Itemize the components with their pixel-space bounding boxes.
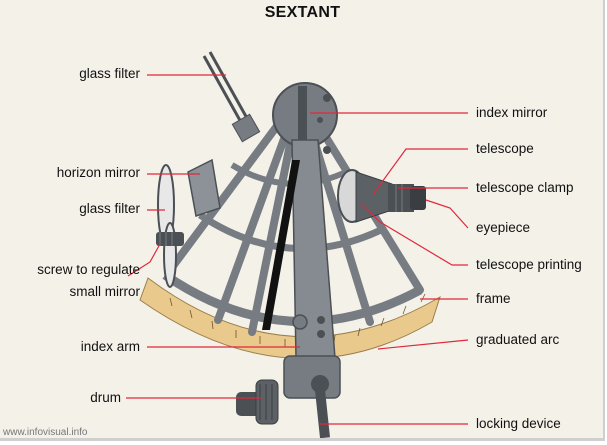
- drum-shape: [236, 379, 279, 425]
- index-arm-shadow: [262, 160, 300, 330]
- graduated-arc-band: [139, 277, 441, 360]
- label-small-mirror: small mirror: [69, 284, 141, 299]
- label-drum: drum: [90, 390, 121, 405]
- label-index-arm: index arm: [80, 339, 140, 354]
- leader-lines: [126, 74, 469, 425]
- label-telescope: telescope: [476, 141, 534, 156]
- horizon-mirror-shape: [187, 158, 221, 217]
- label-telescope-clamp: telescope clamp: [476, 180, 574, 195]
- telescope-shape: [337, 169, 426, 223]
- locking-block: [283, 355, 341, 399]
- diagram-title: SEXTANT: [264, 4, 341, 21]
- label-eyepiece: eyepiece: [476, 220, 531, 235]
- label-glass-filter-side: glass filter: [79, 201, 140, 216]
- label-frame: frame: [476, 291, 511, 306]
- label-horizon-mirror: horizon mirror: [56, 165, 140, 180]
- glass-filter-rod-2: [202, 55, 244, 125]
- locking-knob: [311, 375, 329, 393]
- label-graduated-arc: graduated arc: [476, 332, 560, 347]
- locking-lever: [315, 389, 330, 438]
- footer-url[interactable]: www.infovisual.info: [3, 427, 88, 438]
- frame-rim: [162, 271, 423, 327]
- label-glass-filter-top: glass filter: [79, 66, 140, 81]
- label-screw-regulate: screw to regulate: [37, 262, 140, 277]
- frame-inner-arc-1: [198, 212, 387, 253]
- label-telescope-printing: telescope printing: [476, 257, 582, 272]
- label-index-mirror: index mirror: [476, 105, 548, 120]
- index-mirror-plate: [298, 86, 307, 152]
- arc-ticks: [169, 293, 426, 347]
- regulating-screw-shape: [156, 232, 184, 246]
- label-locking-device: locking device: [476, 416, 561, 431]
- glass-filter-rod-1: [208, 51, 250, 121]
